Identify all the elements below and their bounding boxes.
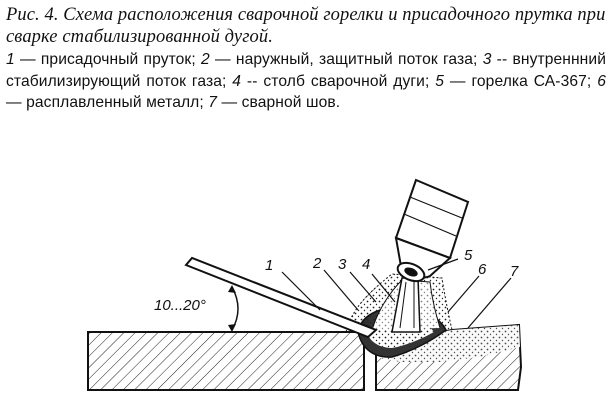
label-1: 1 bbox=[265, 257, 273, 274]
legend-item-5: 5 — горелка СА-367; bbox=[435, 72, 598, 90]
figure-caption: Рис. 4. Схема расположения сварочной гор… bbox=[6, 4, 606, 114]
leader-4 bbox=[371, 273, 396, 303]
legend-item-6: 6 — расплавленный металл; bbox=[6, 72, 606, 112]
legend-item-2: 2 — наружный, защитный поток газа; bbox=[201, 51, 483, 68]
leader-5 bbox=[427, 258, 459, 271]
leader-2 bbox=[323, 269, 359, 311]
leader-6 bbox=[447, 275, 480, 313]
base-plate-left bbox=[87, 331, 365, 391]
label-3: 3 bbox=[338, 256, 347, 273]
weld-seam-dots bbox=[380, 325, 520, 362]
label-4: 4 bbox=[362, 256, 370, 273]
leader-3 bbox=[349, 271, 377, 303]
label-7: 7 bbox=[510, 263, 519, 280]
angle-arc bbox=[231, 286, 239, 331]
angle-label: 10...20° bbox=[154, 297, 206, 314]
welding-diagram-svg: 10...20° 1 2 3 4 5 6 7 bbox=[87, 178, 523, 391]
filler-rod bbox=[184, 256, 378, 339]
legend-item-3: 3 -- внутреннний стабилизирующий поток г… bbox=[6, 51, 607, 90]
label-5: 5 bbox=[464, 247, 473, 264]
label-2: 2 bbox=[312, 255, 322, 272]
label-6: 6 bbox=[478, 261, 487, 278]
caption-legend: 1 — присадочный пруток; 2 — наружный, за… bbox=[6, 49, 606, 114]
caption-title: Рис. 4. Схема расположения сварочной гор… bbox=[6, 5, 606, 47]
welding-diagram: 10...20° 1 2 3 4 5 6 7 bbox=[0, 162, 612, 400]
leader-7 bbox=[467, 277, 512, 329]
legend-item-4: 4 -- столб сварочной дуги; bbox=[232, 72, 436, 90]
legend-item-1: 1 — присадочный пруток; bbox=[6, 51, 201, 68]
legend-item-7: 7 — сварной шов. bbox=[208, 94, 341, 111]
leader-1 bbox=[281, 271, 321, 311]
